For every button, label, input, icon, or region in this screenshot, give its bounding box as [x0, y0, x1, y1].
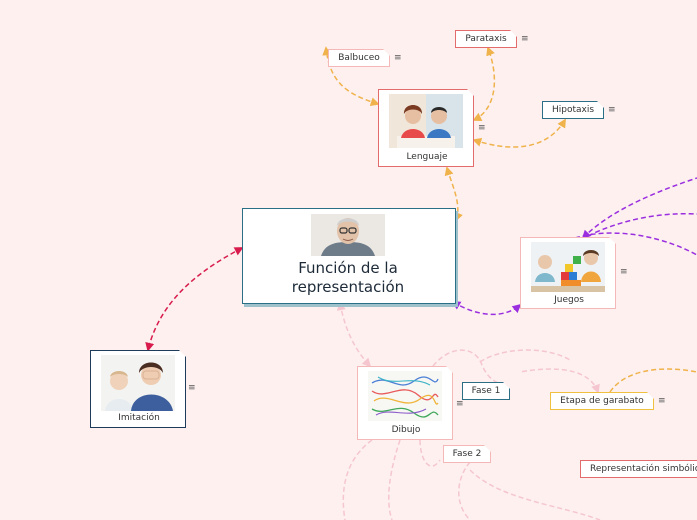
menu-icon-etapa-garabato[interactable]: ≡ — [658, 396, 666, 406]
link-lenguaje-parataxis — [472, 46, 496, 121]
link-central-juegos — [451, 301, 522, 316]
menu-icon-imitacion[interactable]: ≡ — [188, 383, 196, 393]
link-lenguaje-hipotaxis — [472, 118, 566, 148]
link-central-dibujo — [336, 301, 372, 368]
link-lenguaje-balbuceo — [322, 46, 380, 107]
node-imitacion[interactable]: Imitación — [90, 350, 186, 428]
link-fase2-down — [458, 461, 471, 520]
children-reading-photo-icon — [389, 94, 463, 148]
node-label-juegos: Juegos — [554, 295, 584, 305]
menu-icon-parataxis[interactable]: ≡ — [521, 34, 529, 44]
node-juegos[interactable]: Juegos — [520, 237, 616, 309]
central-title: Función de la representación — [291, 259, 405, 296]
link-central-lenguaje — [444, 166, 463, 222]
elderly-man-portrait-icon — [311, 214, 385, 256]
menu-icon-dibujo[interactable]: ≡ — [456, 399, 464, 409]
tag-parataxis[interactable]: Parataxis — [455, 30, 517, 48]
node-dibujo[interactable]: Dibujo — [357, 366, 453, 440]
central-topic[interactable]: Función de la representación — [242, 208, 456, 304]
link-central-imitacion — [145, 247, 244, 352]
children-blocks-photo-icon — [531, 242, 605, 292]
link-etapa-garabato-right — [609, 368, 697, 393]
scribble-drawing-icon — [368, 371, 442, 421]
link-juegos-offscreen-2 — [587, 212, 697, 237]
tag-representacion-simbolica[interactable]: Representación simbólic — [580, 460, 697, 478]
tag-fase-1[interactable]: Fase 1 — [462, 382, 510, 400]
menu-icon-lenguaje[interactable]: ≡ — [478, 123, 486, 133]
tag-etapa-de-garabato[interactable]: Etapa de garabato — [550, 392, 654, 410]
menu-icon-hipotaxis[interactable]: ≡ — [608, 105, 616, 115]
node-lenguaje[interactable]: Lenguaje — [378, 89, 474, 167]
mother-baby-photo-icon — [101, 355, 175, 411]
node-label-dibujo: Dibujo — [391, 425, 421, 435]
menu-icon-juegos[interactable]: ≡ — [620, 267, 628, 277]
link-dibujo-fase1-b — [479, 349, 571, 363]
tag-balbuceo[interactable]: Balbuceo — [328, 49, 390, 67]
link-dibujo-fase2 — [419, 439, 441, 467]
link-dibujo-down-2 — [388, 439, 401, 520]
link-juegos-offscreen-3 — [574, 232, 697, 256]
link-juegos-offscreen-1 — [581, 177, 697, 240]
link-dibujo-down-1 — [342, 439, 373, 520]
menu-icon-balbuceo[interactable]: ≡ — [394, 53, 402, 63]
tag-hipotaxis[interactable]: Hipotaxis — [542, 101, 604, 119]
node-label-lenguaje: Lenguaje — [406, 152, 448, 162]
node-label-imitacion: Imitación — [118, 413, 160, 423]
link-etapa-garabato — [519, 368, 600, 394]
tag-fase-2[interactable]: Fase 2 — [443, 445, 491, 463]
